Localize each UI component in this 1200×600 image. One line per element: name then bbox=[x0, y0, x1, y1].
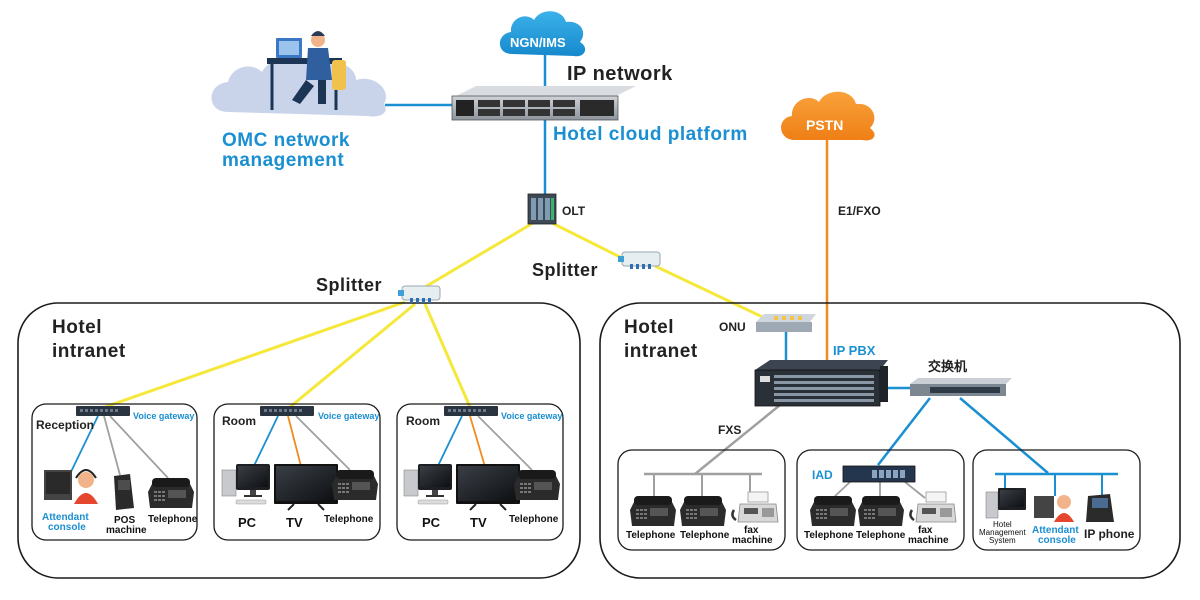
tv-label-room-2: TV bbox=[470, 515, 487, 530]
voice-gateway-room-1 bbox=[260, 406, 314, 416]
voice-gateway-label-room-2: Voice gateway bbox=[501, 411, 563, 421]
ngn-ims-label: NGN/IMS bbox=[510, 35, 566, 50]
olt-label: OLT bbox=[562, 204, 586, 218]
fax-label-fxs-line1: fax bbox=[744, 525, 759, 536]
room-label-2: Room bbox=[406, 414, 440, 428]
omc-label-line1: OMC network bbox=[222, 130, 350, 151]
tv-label-room-1: TV bbox=[286, 515, 303, 530]
left-intranet-box bbox=[17, 302, 581, 579]
telephone-iad-2 bbox=[858, 496, 904, 526]
telephone-fxs-2 bbox=[680, 496, 726, 526]
attendant-console-right-device bbox=[1034, 495, 1074, 522]
telephone-label-room-2: Telephone bbox=[509, 514, 559, 525]
telephone-fxs-1 bbox=[630, 496, 676, 526]
pos-label-line1: POS bbox=[114, 515, 136, 526]
hotel-cloud-server bbox=[451, 86, 636, 121]
telephone-label-iad-1: Telephone bbox=[804, 530, 854, 541]
pc-label-room-1: PC bbox=[238, 515, 257, 530]
iad-box bbox=[796, 449, 965, 551]
onu-device bbox=[756, 314, 816, 332]
telephone-iad-1 bbox=[810, 496, 856, 526]
onu-label: ONU bbox=[719, 320, 746, 334]
olt-device bbox=[527, 193, 557, 225]
fax-label-fxs-line2: machine bbox=[732, 535, 773, 546]
omc-label-line2: management bbox=[222, 150, 345, 171]
attendant-label-line1: Attendant bbox=[42, 512, 89, 523]
pc-label-room-2: PC bbox=[422, 515, 441, 530]
pos-label-line2: machine bbox=[106, 525, 147, 536]
fxs-box bbox=[617, 449, 786, 551]
switch-device bbox=[910, 378, 1012, 396]
pc-room-2 bbox=[403, 463, 453, 505]
splitter-right-label: Splitter bbox=[532, 260, 599, 280]
tv-room-2 bbox=[455, 463, 521, 511]
ip-pbx-device bbox=[754, 360, 888, 407]
fax-label-iad-line2: machine bbox=[908, 535, 949, 546]
voice-gateway-room-2 bbox=[444, 406, 498, 416]
right-intranet-title-line2: intranet bbox=[624, 341, 698, 362]
left-intranet-title-line1: Hotel bbox=[52, 317, 102, 338]
attendant-right-label-line2: console bbox=[1038, 535, 1076, 546]
ip-network-label: IP network bbox=[567, 63, 673, 85]
splitter-left-label: Splitter bbox=[316, 275, 383, 295]
telephone-reception bbox=[148, 478, 194, 508]
splitter-right-device bbox=[617, 251, 661, 270]
fax-label-iad-line1: fax bbox=[918, 525, 933, 536]
reception-label: Reception bbox=[36, 418, 95, 432]
fxs-label: FXS bbox=[718, 423, 742, 437]
pc-room-1 bbox=[221, 463, 271, 505]
attendant-right-label-line1: Attendant bbox=[1032, 525, 1079, 536]
iad-label: IAD bbox=[812, 468, 833, 482]
reception-box bbox=[31, 403, 198, 541]
hms-label-line1: Hotel bbox=[993, 520, 1012, 529]
ip-phone-box bbox=[972, 449, 1141, 551]
telephone-label-iad-2: Telephone bbox=[856, 530, 906, 541]
links bbox=[67, 52, 1118, 499]
ip-pbx-label: IP PBX bbox=[833, 343, 876, 358]
telephone-label-reception: Telephone bbox=[148, 514, 198, 525]
room-box-2 bbox=[396, 403, 564, 541]
pstn-label: PSTN bbox=[806, 117, 844, 133]
left-intranet-title-line2: intranet bbox=[52, 341, 126, 362]
room-label-1: Room bbox=[222, 414, 256, 428]
e1-fxo-label: E1/FXO bbox=[838, 204, 881, 218]
room-box-1 bbox=[213, 403, 381, 541]
voice-gateway-label-room-1: Voice gateway bbox=[318, 411, 380, 421]
ip-phone-label: IP phone bbox=[1084, 527, 1135, 541]
pos-machine-device bbox=[114, 474, 134, 510]
ngn-ims-cloud bbox=[499, 11, 586, 57]
telephone-room-1 bbox=[332, 470, 378, 500]
fax-fxs bbox=[731, 490, 780, 524]
pstn-cloud bbox=[781, 91, 875, 141]
hotel-cloud-platform-label: Hotel cloud platform bbox=[553, 124, 748, 145]
telephone-label-fxs-2: Telephone bbox=[680, 530, 730, 541]
attendant-console-device bbox=[44, 469, 98, 504]
operator-illustration bbox=[267, 31, 346, 110]
tv-room-1 bbox=[273, 463, 339, 511]
fax-iad bbox=[909, 490, 958, 524]
right-intranet-box bbox=[599, 302, 1181, 579]
hms-label-line3: System bbox=[989, 536, 1016, 545]
hms-device bbox=[985, 488, 1026, 519]
voice-gateway-reception bbox=[76, 406, 130, 416]
switch-label: 交换机 bbox=[928, 360, 968, 375]
hms-label-line2: Management bbox=[979, 528, 1026, 537]
splitter-left-device bbox=[397, 285, 441, 304]
telephone-label-room-1: Telephone bbox=[324, 514, 374, 525]
voice-gateway-label-reception: Voice gateway bbox=[133, 411, 195, 421]
attendant-label-line2: console bbox=[48, 522, 86, 533]
telephone-label-fxs-1: Telephone bbox=[626, 530, 676, 541]
iad-device bbox=[842, 465, 916, 483]
ip-phone-device bbox=[1086, 494, 1114, 522]
telephone-room-2 bbox=[514, 470, 560, 500]
right-intranet-title-line1: Hotel bbox=[624, 317, 674, 338]
omc-cloud bbox=[211, 57, 386, 117]
